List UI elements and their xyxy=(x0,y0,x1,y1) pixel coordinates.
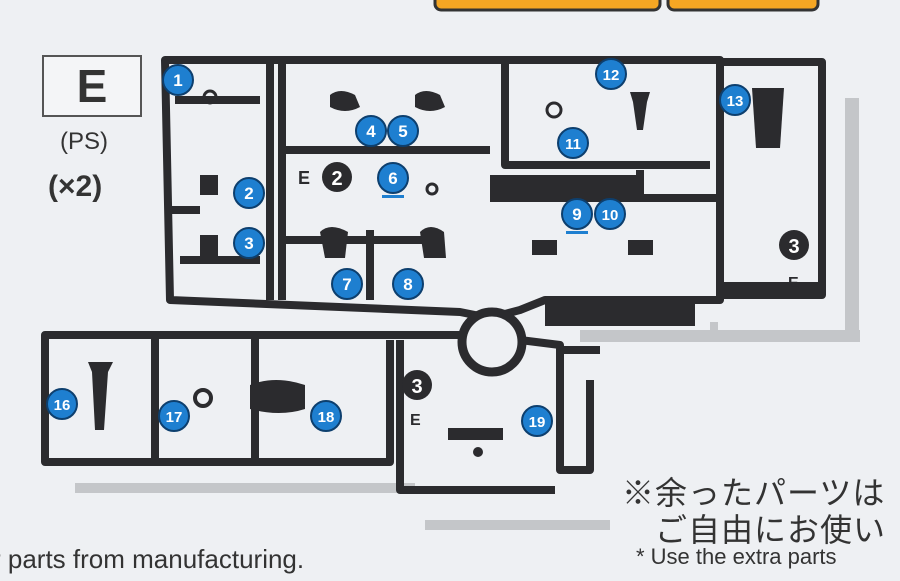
part-number: 11 xyxy=(565,136,581,153)
part-number: 2 xyxy=(244,184,253,203)
part-number: 6 xyxy=(388,169,397,188)
sprue-letter-box: E xyxy=(42,55,142,117)
sprue-material: (PS) xyxy=(60,128,108,155)
frame-mark-number: 3 xyxy=(411,376,422,398)
runner-frame-lower xyxy=(41,331,600,494)
part-number: 18 xyxy=(318,409,335,426)
part-number-badges xyxy=(46,58,751,437)
frame-mark-number: 2 xyxy=(331,168,342,190)
part-number: 19 xyxy=(529,414,546,431)
shadow-sprue xyxy=(75,98,860,530)
part-number: 7 xyxy=(342,275,351,294)
part-number: 12 xyxy=(603,67,620,84)
frame-mark-number: 3 xyxy=(788,236,799,258)
footer-text: r parts from manufacturing. xyxy=(0,544,305,574)
part-number: 17 xyxy=(166,409,183,426)
frame-mark-prefix: E xyxy=(410,412,421,429)
part-number: 13 xyxy=(727,93,744,110)
part-number: 5 xyxy=(398,122,407,141)
sprue-quantity: (×2) xyxy=(48,170,103,203)
part-number: 10 xyxy=(602,207,619,224)
part-number: 1 xyxy=(173,71,182,90)
part-number: 8 xyxy=(403,275,412,294)
part-number: 16 xyxy=(54,397,71,414)
sprue-ring-gate xyxy=(457,307,527,377)
part-number: 3 xyxy=(244,234,253,253)
orange-sprue-fragment xyxy=(433,0,820,12)
part-number: 9 xyxy=(572,205,581,224)
extra-parts-note-jp-line1: ※余ったパーツは xyxy=(622,475,886,511)
part-number: 4 xyxy=(366,122,376,141)
underline-marks xyxy=(382,195,588,234)
runner-frame-upper xyxy=(161,56,826,322)
sprue-letter: E xyxy=(76,60,108,112)
frame-mark-prefix: E xyxy=(298,168,310,188)
sprue-parts xyxy=(88,88,784,457)
frame-mark-prefix: E xyxy=(788,275,799,292)
extra-parts-note-jp-line2: ご自由にお使い xyxy=(655,512,887,548)
frame-marks xyxy=(322,162,809,400)
runner-bars xyxy=(490,175,822,326)
extra-parts-note-en: * Use the extra parts xyxy=(636,544,837,569)
